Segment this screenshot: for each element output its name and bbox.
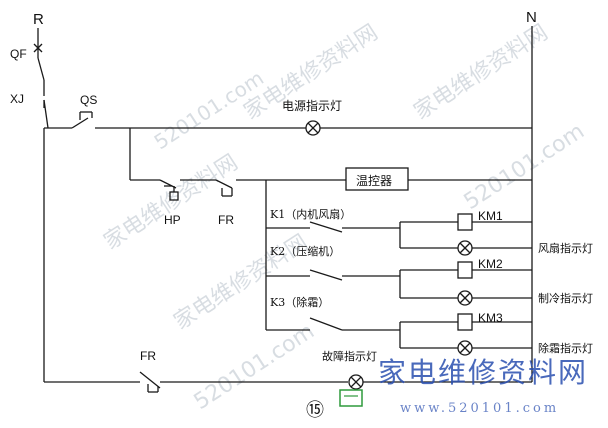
- label-hp: HP: [164, 213, 181, 227]
- label-k3: K3（除霜）: [270, 295, 329, 309]
- banner-url: www.520101.com: [400, 401, 559, 416]
- banner-title: 家电维修资料网: [378, 356, 588, 389]
- label-km3: KM3: [478, 311, 503, 325]
- figure-number: ⑮: [306, 400, 324, 421]
- label-fr-top: FR: [218, 213, 234, 227]
- label-defrost-lamp: 除霜指示灯: [538, 341, 593, 355]
- label-k1: K1（内机风扇）: [270, 207, 351, 221]
- label-km1: KM1: [478, 209, 503, 223]
- banner-logo-icon: [339, 389, 363, 407]
- site-banner: 家电维修资料网 www.520101.com: [339, 356, 588, 416]
- thermostat-box: [345, 167, 409, 191]
- watermark-text: 家电维修资料网: [410, 20, 553, 125]
- label-k2: K2（压缩机）: [270, 244, 340, 258]
- label-r: R: [33, 11, 44, 28]
- label-xj: XJ: [10, 92, 24, 106]
- label-qf: QF: [10, 47, 27, 61]
- label-fault-lamp: 故障指示灯: [322, 349, 377, 363]
- label-thermostat: 温控器: [356, 174, 392, 188]
- watermark-text: 家电维修资料网: [100, 150, 243, 255]
- label-power-lamp: 电源指示灯: [282, 98, 342, 113]
- label-km2: KM2: [478, 257, 503, 271]
- km1-coil: [457, 213, 473, 231]
- watermark-text: 520101.com: [190, 319, 319, 415]
- label-fr-bottom: FR: [140, 349, 156, 363]
- watermark-text: 520101.com: [460, 119, 589, 215]
- label-qs: QS: [80, 93, 97, 107]
- label-n: N: [526, 9, 537, 26]
- km2-coil: [457, 261, 473, 279]
- km3-coil: [457, 313, 473, 331]
- label-cool-lamp: 制冷指示灯: [538, 291, 593, 305]
- label-fan-lamp: 风扇指示灯: [538, 241, 593, 255]
